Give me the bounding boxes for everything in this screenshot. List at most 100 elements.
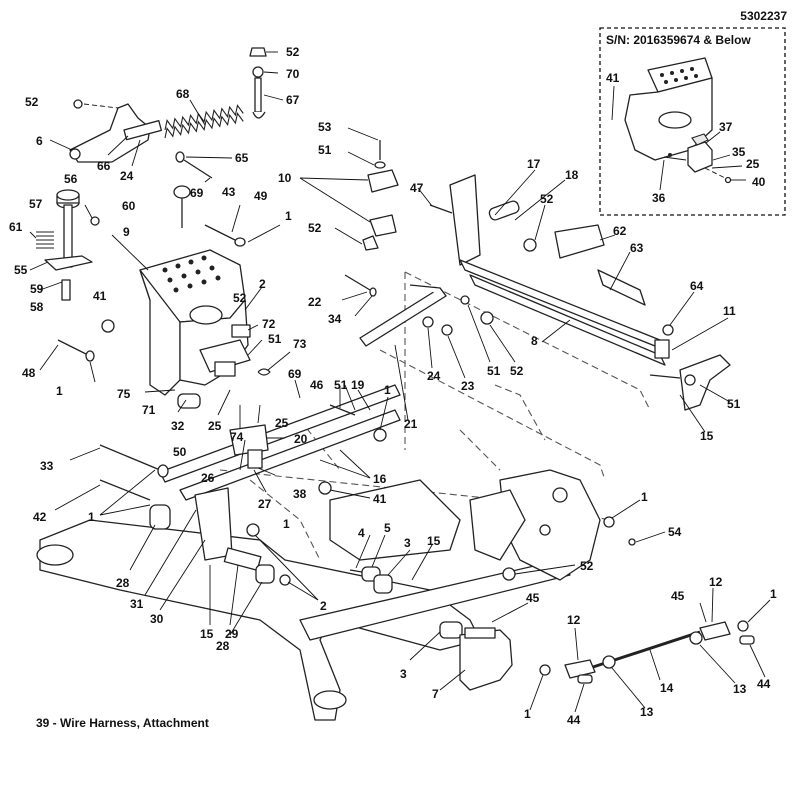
callout-51d: 51 — [727, 397, 741, 411]
callout-45: 45 — [526, 591, 540, 605]
bushing-18 — [488, 200, 520, 221]
callout-3: 3 — [404, 536, 411, 550]
linkage — [99, 274, 494, 586]
callout-11: 11 — [723, 304, 736, 318]
callout-12b: 12 — [709, 575, 723, 589]
bolt-4 — [349, 569, 363, 573]
callout-72: 72 — [262, 317, 276, 331]
callout-1g: 1 — [770, 587, 777, 601]
callout-25b: 25 — [275, 416, 289, 430]
small-spring — [257, 368, 271, 376]
callout-71: 71 — [142, 403, 156, 417]
callout-48: 48 — [22, 366, 36, 380]
callout-20: 20 — [294, 432, 308, 446]
washer-1d — [737, 620, 749, 632]
serial-inset: S/N: 2016359674 & Below 41 3 — [599, 27, 786, 216]
callout-24: 24 — [120, 169, 134, 183]
switch-plate — [199, 339, 251, 373]
callout-1: 1 — [285, 209, 292, 223]
callout-7: 7 — [432, 687, 439, 701]
callout-57: 57 — [29, 197, 43, 211]
right-pedal-assembly — [429, 174, 731, 411]
lower-linkage — [349, 516, 755, 691]
mower-frame — [36, 469, 601, 721]
callout-44: 44 — [567, 713, 581, 727]
bracket-38 — [247, 449, 263, 469]
callout-9: 9 — [123, 225, 130, 239]
callout-14: 14 — [660, 681, 674, 695]
callout-54: 54 — [668, 525, 682, 539]
callout-38: 38 — [293, 487, 307, 501]
callout-52: 52 — [286, 45, 300, 59]
callout-17: 17 — [527, 157, 541, 171]
callout-65: 65 — [235, 151, 249, 165]
inset-title: S/N: 2016359674 & Below — [606, 33, 751, 47]
callout-74: 74 — [230, 430, 244, 444]
callout-21: 21 — [404, 417, 418, 431]
callout-1c: 1 — [384, 383, 391, 397]
callout-30: 30 — [150, 612, 164, 626]
callout-13: 13 — [640, 705, 654, 719]
callouts: 52 70 52 68 67 6 66 24 65 69 53 51 10 52… — [9, 45, 777, 727]
callout-68: 68 — [176, 87, 190, 101]
callout-63: 63 — [630, 241, 644, 255]
bolt-47 — [429, 204, 453, 214]
spring-assembly — [69, 47, 267, 179]
callout-15: 15 — [700, 429, 714, 443]
callout-73: 73 — [293, 337, 307, 351]
callout-3b: 3 — [400, 667, 407, 681]
washer-1 — [373, 428, 387, 442]
washer-24 — [422, 316, 434, 328]
nut-52d — [502, 567, 516, 581]
callout-51e: 51 — [334, 378, 348, 392]
callout-41: 41 — [93, 289, 107, 303]
pin-44b — [739, 635, 755, 645]
callout-27: 27 — [258, 497, 272, 511]
washer — [175, 151, 185, 163]
callout-5: 5 — [384, 521, 391, 535]
callout-52c: 52 — [308, 221, 322, 235]
callout-23: 23 — [461, 379, 475, 393]
bushing-41 — [101, 319, 115, 333]
callout-34: 34 — [328, 312, 342, 326]
callout-6: 6 — [36, 134, 43, 148]
callout-53: 53 — [318, 120, 332, 134]
leader-lines — [29, 51, 771, 713]
inset-callout-37: 37 — [719, 120, 733, 134]
nut-52c — [523, 238, 537, 252]
callout-60: 60 — [122, 199, 136, 213]
callout-45b: 45 — [671, 589, 685, 603]
inset-callout-35: 35 — [732, 145, 746, 159]
callout-69: 69 — [190, 186, 204, 200]
callout-4: 4 — [358, 526, 365, 540]
nut-13 — [602, 655, 616, 669]
clip-54 — [628, 538, 636, 546]
inset-border — [599, 27, 786, 216]
shaft — [459, 259, 666, 351]
washer-1b — [246, 523, 260, 537]
callout-61: 61 — [9, 220, 23, 234]
callout-1d: 1 — [88, 510, 95, 524]
callout-1h: 1 — [524, 707, 531, 721]
nut-top — [249, 47, 267, 57]
bushing-3 — [373, 574, 393, 594]
callout-66: 66 — [97, 159, 111, 173]
callout-59: 59 — [30, 282, 44, 296]
callout-2b: 2 — [320, 599, 327, 613]
callout-70: 70 — [286, 67, 300, 81]
callout-56: 56 — [64, 172, 78, 186]
callout-18: 18 — [565, 168, 579, 182]
callout-1e: 1 — [283, 517, 290, 531]
callout-55: 55 — [14, 263, 28, 277]
pad-62 — [554, 224, 605, 259]
arm-7 — [459, 629, 513, 691]
bolt-22 — [344, 274, 371, 291]
callout-28b: 28 — [216, 639, 230, 653]
arm-shaft — [464, 627, 496, 639]
callout-69b: 69 — [288, 367, 302, 381]
callout-47: 47 — [410, 181, 424, 195]
pin-44 — [577, 674, 593, 684]
callout-58: 58 — [30, 300, 44, 314]
callout-15b: 15 — [200, 627, 214, 641]
